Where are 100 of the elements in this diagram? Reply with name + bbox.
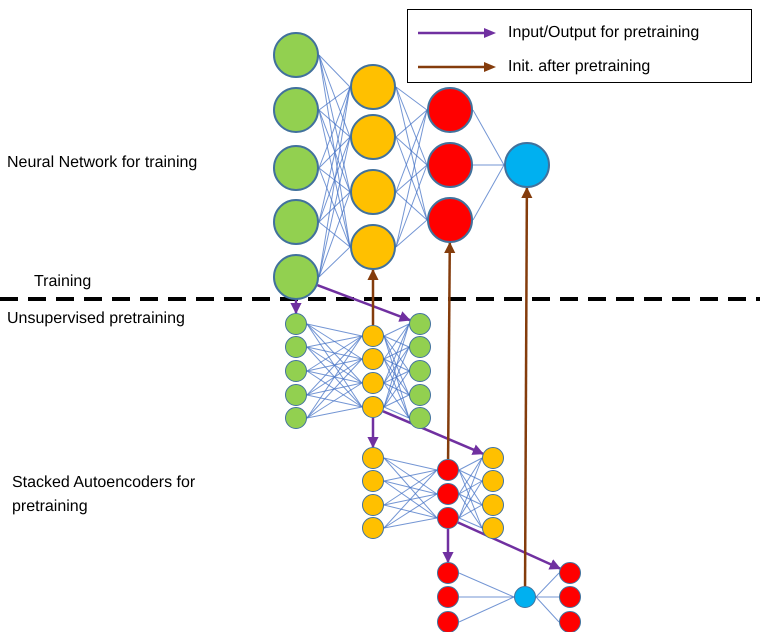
connection-line [384, 336, 410, 396]
connection-line [396, 110, 428, 248]
neuron-circle [482, 517, 504, 539]
connection-line [396, 164, 428, 192]
connection-line [306, 336, 362, 348]
neuron-circle [285, 384, 307, 406]
connection-line [384, 494, 438, 506]
connection-line [458, 596, 514, 598]
connection-line [458, 458, 482, 470]
connection-line [384, 480, 438, 494]
neuron-circle [437, 459, 459, 481]
connection-line [306, 406, 362, 418]
neuron-circle [437, 586, 459, 608]
neuron-circle [350, 114, 396, 160]
connection-line [318, 192, 350, 278]
connection-line [458, 494, 482, 506]
connection-line [384, 394, 410, 408]
neuron-circle [362, 517, 384, 539]
arrow [290, 300, 302, 314]
connection-line [384, 458, 438, 494]
neuron-circle [273, 87, 319, 133]
connection-line [318, 86, 350, 222]
connection-line [384, 494, 438, 528]
connection-line [384, 358, 410, 418]
connection-line [384, 470, 438, 528]
connection-line [458, 480, 482, 518]
neuron-circle [273, 254, 319, 300]
connection-line [384, 336, 410, 348]
connection-line [318, 246, 350, 278]
neuron-circle [350, 64, 396, 110]
connection-line [536, 572, 560, 598]
arrow [317, 284, 411, 322]
neuron-circle [273, 32, 319, 78]
arrow [367, 268, 379, 325]
connection-line [384, 346, 410, 384]
connection-line [384, 358, 410, 372]
connection-line [306, 336, 362, 396]
arrow [442, 529, 454, 564]
connection-line [306, 346, 362, 384]
connection-line [458, 518, 482, 528]
connection-line [458, 470, 482, 482]
legend-label: Init. after pretraining [508, 57, 650, 77]
connection-line [306, 370, 362, 384]
connection-line [318, 110, 350, 138]
neuron-circle [409, 360, 431, 382]
connection-line [396, 220, 428, 248]
connection-line [318, 136, 350, 278]
connection-line [306, 382, 362, 418]
connection-line [318, 222, 350, 248]
connection-line [384, 480, 438, 518]
connection-line [396, 164, 428, 248]
neuron-circle [437, 562, 459, 584]
connection-line [306, 336, 362, 372]
connection-line [384, 370, 410, 408]
neuron-circle [409, 336, 431, 358]
connection-line [458, 572, 514, 598]
connection-line [384, 406, 410, 418]
connection-line [306, 358, 362, 396]
section-label: Training [34, 272, 92, 292]
connection-line [384, 336, 410, 372]
connection-line [306, 358, 362, 372]
connection-line [306, 324, 362, 384]
neuron-circle [482, 447, 504, 469]
neuron-circle [427, 87, 473, 133]
connection-line [384, 346, 410, 408]
neuron-circle [362, 494, 384, 516]
connection-line [318, 136, 350, 168]
connection-line [458, 494, 482, 528]
arrow [367, 418, 379, 448]
connection-line [318, 136, 350, 222]
neuron-circle [409, 407, 431, 429]
connection-line [384, 382, 410, 418]
connection-line [458, 596, 514, 622]
connection-line [458, 504, 482, 518]
connection-line [384, 358, 410, 396]
connection-line [384, 470, 438, 482]
neuron-circle [350, 169, 396, 215]
neuron-circle [559, 611, 581, 632]
connection-line [318, 168, 350, 248]
neuron-circle [504, 142, 550, 188]
neuron-circle [514, 586, 536, 608]
neuron-circle [362, 470, 384, 492]
connection-line [384, 458, 438, 518]
neuron-circle [482, 494, 504, 516]
neuron-circle [427, 197, 473, 243]
connection-line [318, 86, 350, 110]
section-label: Neural Network for training [7, 153, 198, 173]
connection-line [384, 324, 410, 384]
arrow [444, 242, 456, 459]
neuron-circle [437, 611, 459, 632]
neuron-circle [437, 507, 459, 529]
neuron-circle [285, 360, 307, 382]
connection-line [396, 86, 428, 220]
connection-line [306, 346, 362, 408]
connection-line [318, 86, 350, 168]
connection-line [384, 336, 410, 418]
connection-line [318, 54, 350, 192]
neuron-circle [409, 384, 431, 406]
connection-line [306, 370, 362, 408]
neuron-circle [285, 313, 307, 335]
